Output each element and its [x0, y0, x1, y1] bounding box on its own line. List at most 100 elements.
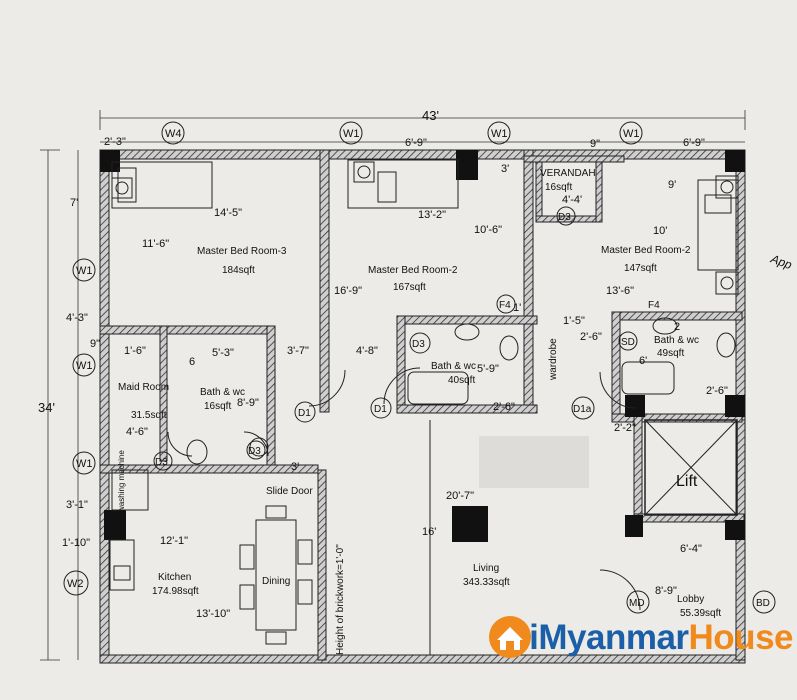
dim-6-9-a: 6'-9" [405, 137, 427, 149]
door-swings [167, 367, 641, 655]
dim-6-9-b: 6'-9" [683, 137, 705, 149]
dim-2-3: 2'-3" [104, 136, 126, 148]
room-maid-area: 31.5sqft [131, 410, 167, 421]
dim-9in: 9" [590, 138, 600, 150]
door-d3-b: D3 [558, 212, 571, 223]
dim-11-6: 11'-6" [142, 238, 169, 250]
room-mbr3-name: Master Bed Room-3 [197, 246, 287, 257]
dim-1-6: 1'-6" [124, 345, 146, 357]
dim-8-9-a: 8'-9" [237, 397, 259, 409]
wardrobe-label: wardrobe [548, 338, 559, 381]
dim-13-10: 13'-10" [196, 608, 230, 620]
washing-machine-label: washing machine [117, 450, 126, 513]
door-md: MD [629, 598, 645, 609]
dim-14-5: 14'-5" [214, 207, 242, 219]
kitchen-dining-furniture [109, 469, 313, 645]
door-sd: SD [621, 337, 635, 348]
dim-2-2: 2'-2" [614, 422, 636, 434]
room-living-area: 343.33sqft [463, 577, 510, 588]
room-maid-name: Maid Room [118, 382, 169, 393]
overall-height-label: 34' [38, 400, 55, 415]
watermark-i: i [529, 618, 539, 657]
window-w4: W4 [165, 128, 182, 140]
door-d3-a: D3 [412, 339, 425, 350]
room-living-name: Living [473, 563, 499, 574]
window-w1-f: W1 [76, 458, 93, 470]
dim-6-4: 6'-4" [680, 543, 702, 555]
beds [111, 159, 739, 295]
watermark-myanmar: Myanmar [538, 618, 689, 657]
interior-walls [99, 149, 745, 661]
window-w1-a: W1 [343, 128, 360, 140]
dim-7: 7' [70, 197, 78, 209]
dim-1-10: 1'-10" [62, 537, 90, 549]
overall-width-label: 43' [422, 108, 439, 123]
dim-1: 1' [513, 302, 521, 314]
room-dining-name: Dining [262, 576, 290, 587]
room-kitchen-name: Kitchen [158, 572, 191, 583]
dimension-labels: 2'-3" 6'-9" 6'-9" 9" 3' 7' 14'-5" 13'-2"… [62, 136, 728, 620]
dim-20-7: 20'-7" [446, 490, 474, 502]
brick-height-note: Height of brickwork=1'-0" [335, 544, 346, 655]
dim-6-b: 6' [639, 355, 647, 367]
house-logo-icon [489, 616, 531, 658]
dim-6: 6 [189, 356, 195, 368]
dim-2-6-b: 2'-6" [493, 401, 515, 413]
room-bath2-name: Bath & wc [431, 361, 476, 372]
dim-16-9: 16'-9" [334, 285, 362, 297]
window-w1-c: W1 [623, 128, 640, 140]
dim-2-6-a: 2'-6" [580, 331, 602, 343]
room-mbr2a-area: 167sqft [393, 282, 426, 293]
dim-9: 9' [668, 179, 676, 191]
bath-fixtures [186, 317, 736, 465]
fan-f4-a: F4 [499, 300, 511, 311]
dim-16: 16' [422, 526, 436, 538]
room-bath2-area: 40sqft [448, 375, 475, 386]
door-bd: BD [756, 598, 770, 609]
room-lobby-area: 55.39sqft [680, 608, 721, 619]
dim-3-b: 3' [291, 461, 299, 473]
room-bath3-name: Bath & wc [654, 335, 699, 346]
room-verandah-name: VERANDAH [540, 168, 596, 179]
door-d1-b: D1 [374, 404, 387, 415]
columns [100, 150, 745, 542]
watermark-house: House [688, 618, 794, 657]
dim-12-1: 12'-1" [160, 535, 188, 547]
dim-5-3: 5'-3" [212, 347, 234, 359]
dim-13-2: 13'-2" [418, 209, 446, 221]
dim-9-b: 9" [90, 338, 100, 350]
dim-13-6: 13'-6" [606, 285, 634, 297]
room-mbr3-area: 184sqft [222, 265, 255, 276]
dim-8-9-b: 8'-9" [655, 585, 677, 597]
room-bath1-area: 16sqft [204, 401, 231, 412]
room-mbr2a-name: Master Bed Room-2 [368, 265, 458, 276]
window-w2: W2 [67, 578, 84, 590]
room-kitchen-area: 174.98sqft [152, 586, 199, 597]
fan-f4-b: F4 [648, 300, 660, 311]
door-d1a: D1a [573, 404, 592, 415]
room-lobby-name: Lobby [677, 594, 704, 605]
door-d1-a: D1 [298, 408, 311, 419]
lift-shaft [644, 419, 738, 516]
window-w1-b: W1 [491, 128, 508, 140]
dim-3-1: 3'-1" [66, 499, 88, 511]
dim-2: 2 [674, 321, 680, 333]
window-w1-d: W1 [76, 265, 93, 277]
slide-door-label: Slide Door [266, 486, 313, 497]
dim-3: 3' [501, 163, 509, 175]
dim-1-5: 1'-5" [563, 315, 585, 327]
dim-10: 10' [653, 225, 667, 237]
room-verandah-area: 16sqft [545, 182, 572, 193]
dim-4-3: 4'-3" [66, 312, 88, 324]
room-lift-name: Lift [676, 473, 698, 490]
door-markers: D1 D1 D3 D3 D3 D3 D1a SD MD BD F4 F4 [153, 206, 776, 614]
dim-4-6: 4'-6" [126, 426, 148, 438]
door-d3-c: D3 [155, 457, 168, 468]
dim-4-8: 4'-8" [356, 345, 378, 357]
room-mbr2b-area: 147sqft [624, 263, 657, 274]
window-markers: W4 W1 W1 W1 W1 W1 W1 W2 [63, 121, 643, 596]
dim-5-9: 5'-9" [477, 363, 499, 375]
door-d3-d: D3 [248, 446, 261, 457]
